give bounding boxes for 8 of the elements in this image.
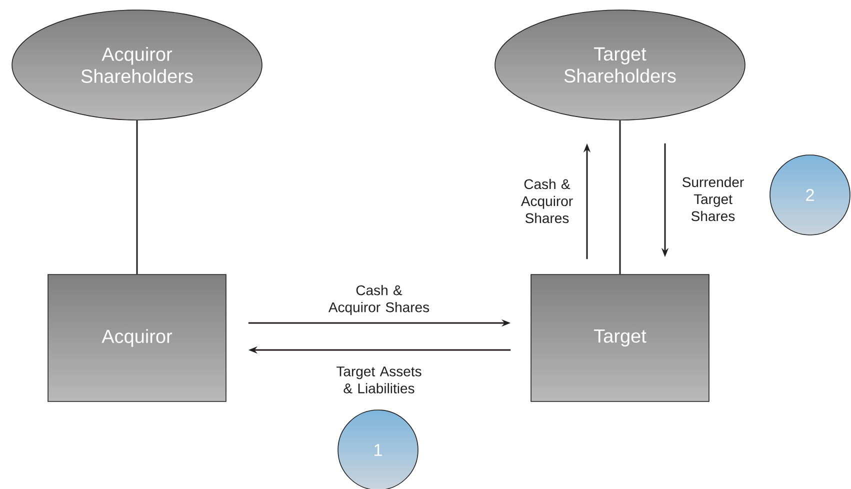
oval-node: Acquiror Shareholders — [12, 10, 262, 120]
oval-node: Target Shareholders — [494, 10, 746, 120]
edge-label: Surrender Target Shares — [682, 176, 744, 222]
process-box: Target — [530, 274, 710, 402]
edge-label: Cash & Acquiror Shares — [520, 178, 573, 224]
process-box: Acquiror — [48, 274, 226, 402]
edge-label: Target Assets & Liabilities — [336, 366, 422, 394]
edge-label: Cash & Acquiror Shares — [328, 284, 430, 316]
